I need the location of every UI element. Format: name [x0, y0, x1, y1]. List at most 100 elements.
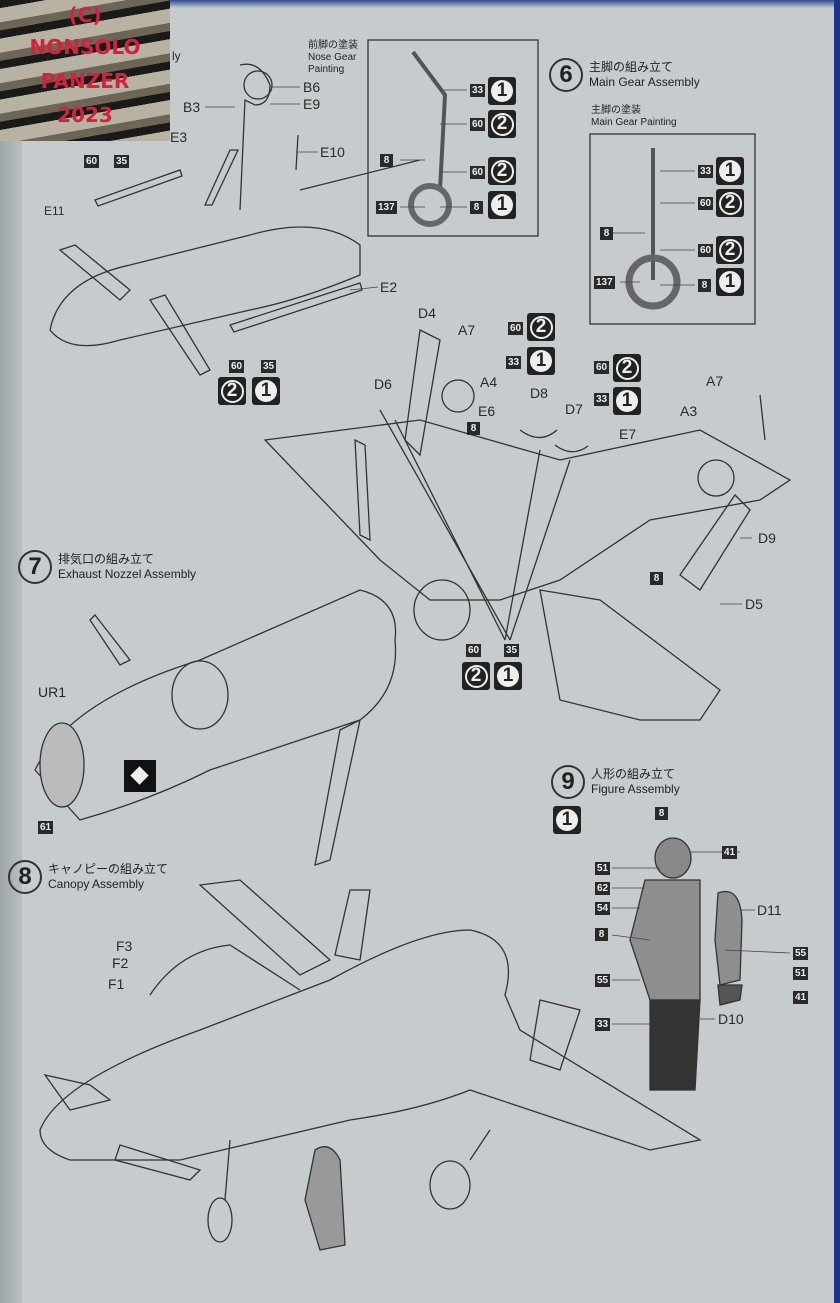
badge-number: 1 [491, 194, 513, 216]
color-code: 8 [600, 227, 613, 240]
part-label: UR1 [38, 684, 67, 700]
paint-step-badge: 2 [613, 354, 641, 382]
badge-number: 2 [490, 159, 514, 183]
color-code: 33 [594, 393, 610, 406]
part-label: A7 [458, 322, 476, 338]
color-code: 60 [508, 322, 524, 335]
part-label: E2 [380, 279, 398, 295]
leader-lines [205, 86, 791, 1025]
paint-step-badge: 2 [527, 313, 555, 341]
step-number: 8 [8, 860, 42, 894]
main-gear-painting-box [589, 133, 756, 325]
color-code: 8 [698, 279, 711, 292]
paint-step-badge: 2 [488, 110, 516, 138]
badge-number: 2 [718, 191, 742, 215]
step-title-en: Main Gear Assembly [589, 75, 700, 89]
color-code: 33 [698, 165, 714, 178]
step-number: 9 [551, 765, 585, 799]
badge-number: 1 [719, 160, 741, 182]
step-title-en: Exhaust Nozzel Assembly [58, 567, 197, 581]
color-code: 60 [470, 118, 486, 131]
color-code: 60 [84, 155, 100, 168]
pilot-figure-drawing [629, 837, 743, 1091]
badge-number: 1 [491, 80, 513, 102]
watermark-line: (C) [68, 3, 102, 27]
part-label: E10 [320, 144, 345, 160]
badge-number: 1 [530, 350, 552, 372]
color-code: 41 [793, 991, 809, 1004]
step8-aircraft-drawing [39, 879, 702, 1251]
badge-number: 1 [497, 665, 519, 687]
color-code: 60 [470, 166, 486, 179]
caption-jp: 前脚の塗装 [308, 40, 358, 51]
color-code: 8 [380, 154, 393, 167]
part-label: F1 [108, 976, 125, 992]
paint-step-badge: 1 [553, 806, 581, 834]
paint-step-badge: 2 [488, 157, 516, 185]
part-label: E7 [619, 426, 637, 442]
caption-en: Nose Gear [308, 52, 357, 63]
paint-step-badge: 1 [488, 77, 516, 105]
caption-jp: 主脚の塗装 [591, 105, 641, 116]
paint-step-badge: 1 [716, 268, 744, 296]
color-code: 33 [595, 1018, 611, 1031]
color-code: 51 [793, 967, 809, 980]
color-code: 8 [467, 422, 480, 435]
part-label: A4 [480, 374, 498, 390]
color-code: 8 [655, 807, 668, 820]
badge-number: 2 [490, 112, 514, 136]
badge-number: 2 [464, 664, 488, 688]
badge-number: 1 [556, 809, 578, 831]
color-code: 55 [595, 974, 611, 987]
paint-step-badge: 1 [716, 157, 744, 185]
color-code: 35 [504, 644, 520, 657]
part-label: D9 [758, 530, 776, 546]
part-label: F3 [116, 938, 133, 954]
badge-number: 2 [718, 238, 742, 262]
paint-step-badge: 1 [252, 377, 280, 405]
step-title-jp: 人形の組み立て [591, 767, 676, 781]
color-code: 54 [595, 902, 611, 915]
part-label: A3 [680, 403, 698, 419]
part-label: A7 [706, 373, 724, 389]
caption-en: Main Gear Painting [591, 117, 677, 128]
color-code: 35 [114, 155, 130, 168]
step-title-jp: 排気口の組み立て [58, 552, 155, 566]
nose-gear-drawing [408, 50, 452, 227]
part-label: E11 [44, 204, 65, 218]
part-label: B6 [303, 79, 321, 95]
part-label: D5 [745, 596, 763, 612]
color-code: 8 [595, 928, 608, 941]
part-label: B3 [183, 99, 201, 115]
paint-step-badge: 1 [613, 387, 641, 415]
part-label: D6 [374, 376, 392, 392]
color-code: 61 [38, 821, 54, 834]
badge-number: 1 [616, 390, 638, 412]
watermark-line: 2023 [57, 103, 113, 127]
step-number: 7 [18, 550, 52, 584]
part-label: E6 [478, 403, 496, 419]
paint-step-badge: 2 [462, 662, 490, 690]
part-label: D10 [718, 1011, 744, 1027]
part-label: D8 [530, 385, 548, 401]
color-code: 60 [698, 197, 714, 210]
page-right-edge [834, 0, 840, 1303]
nose-gear-painting-caption: 前脚の塗装 Nose Gear Painting [308, 40, 358, 76]
paint-step-badge: 2 [716, 189, 744, 217]
watermark-line: NONSOLO [29, 35, 141, 59]
badge-number: 1 [255, 380, 277, 402]
paint-step-badge: 2 [716, 236, 744, 264]
step5-fuselage-drawing [49, 63, 421, 376]
copyright-watermark: (C) NONSOLO PANZER 2023 [0, 0, 170, 141]
paint-step-badge: 2 [218, 377, 246, 405]
part-label: E3 [170, 129, 188, 145]
color-code: 60 [466, 644, 482, 657]
binding-spine [0, 0, 22, 1303]
color-code: 62 [595, 882, 611, 895]
color-code: 60 [229, 360, 245, 373]
color-code: 41 [722, 846, 738, 859]
color-code: 55 [793, 947, 809, 960]
